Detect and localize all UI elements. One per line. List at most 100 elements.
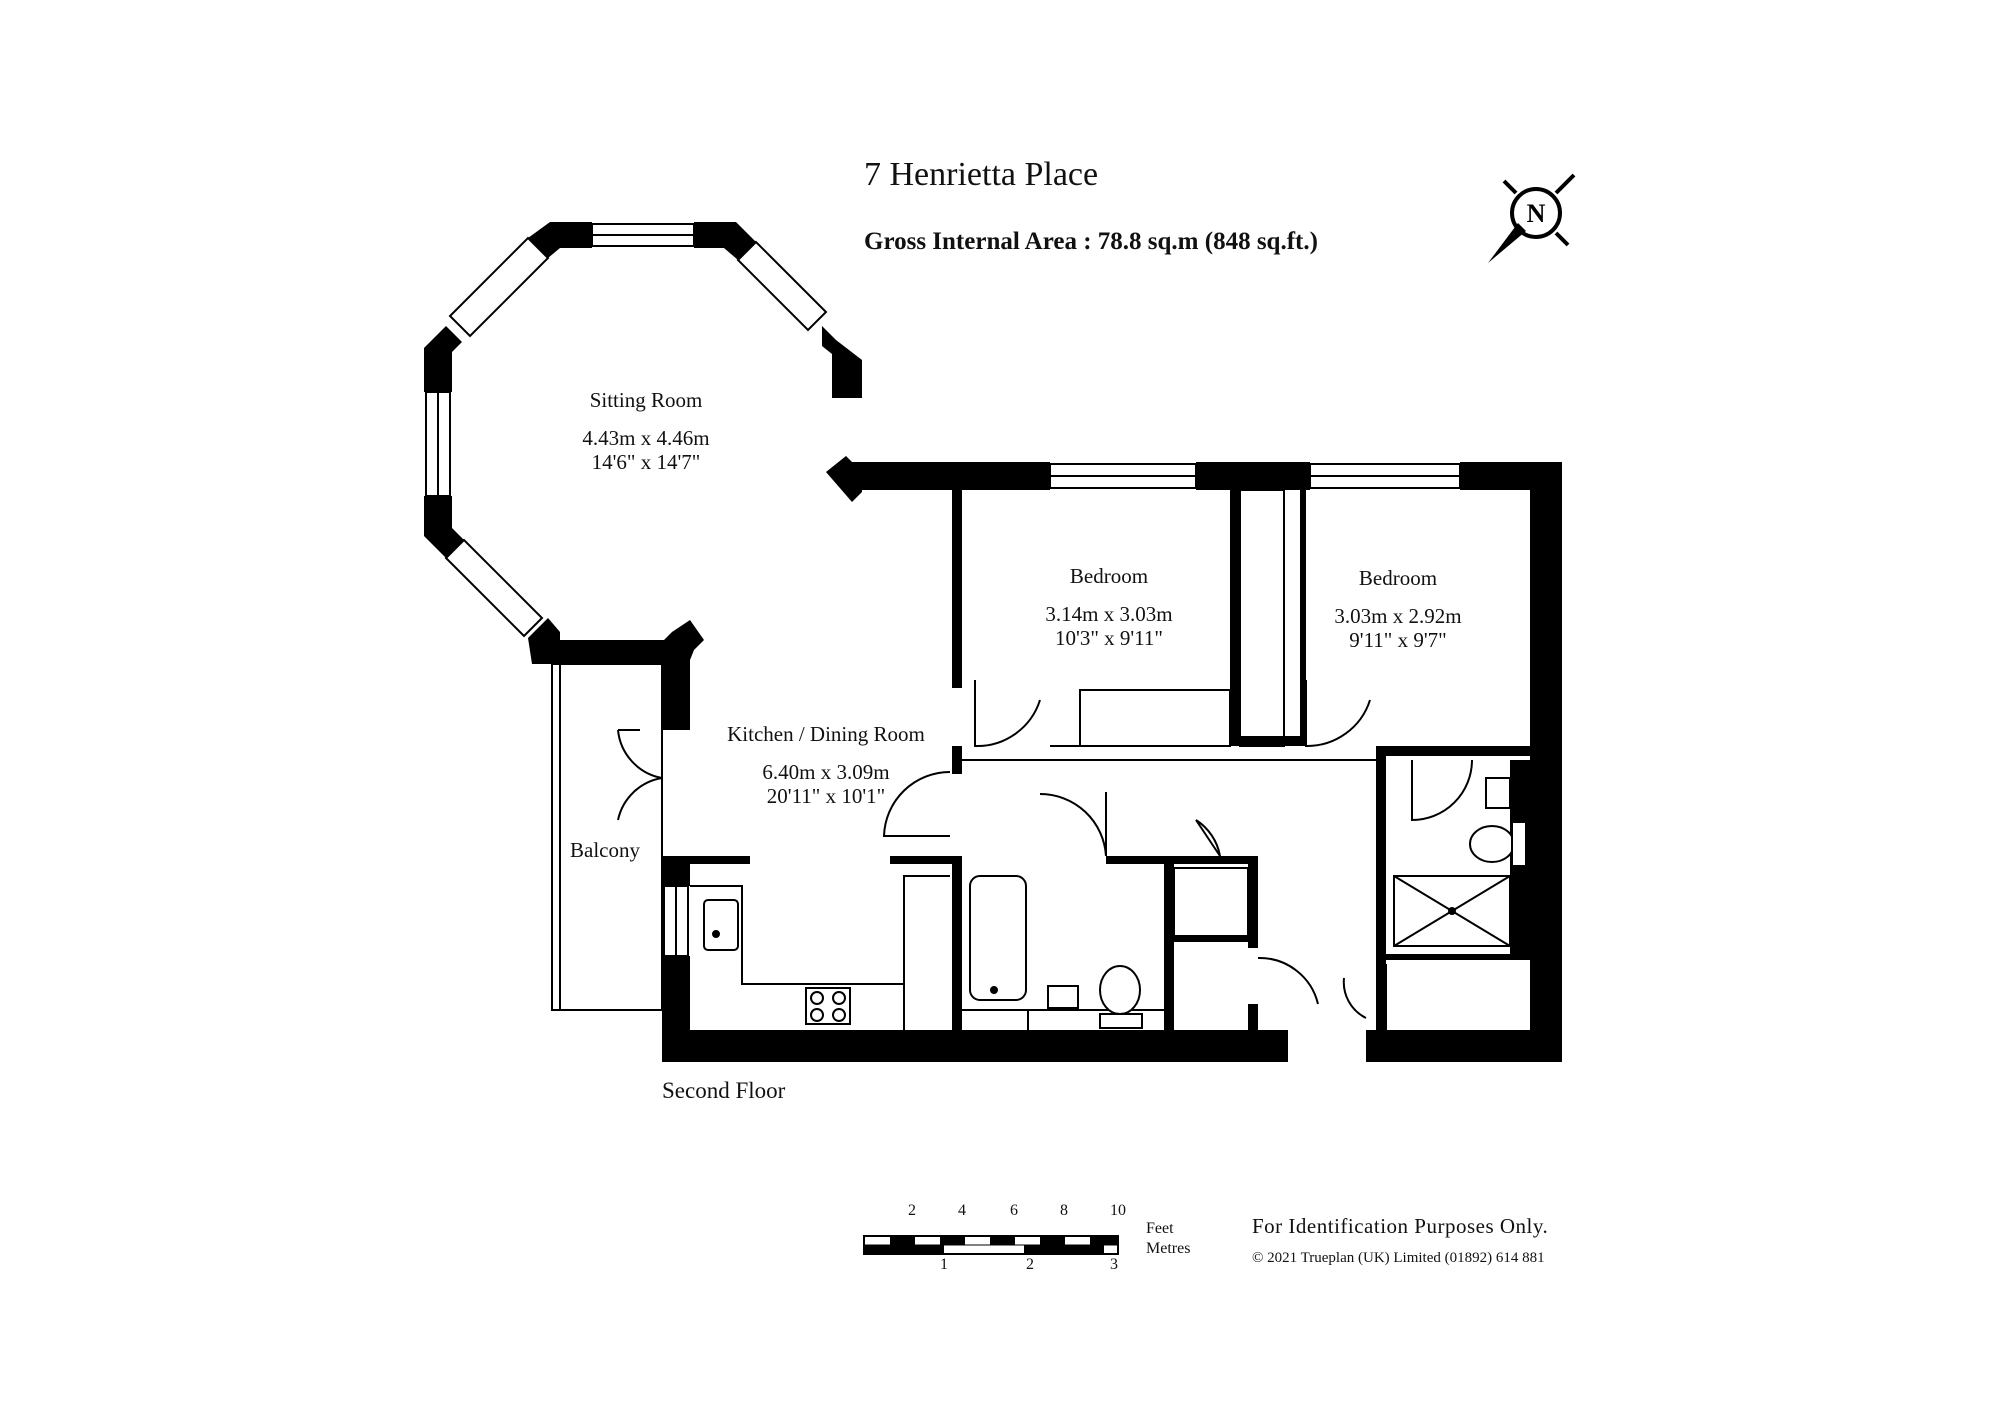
windows [425,223,1461,957]
ensuite-basin [1485,777,1511,809]
wall-segment [1106,856,1256,864]
door-swing [1257,956,1319,1005]
scale-feet-label: Feet [1146,1220,1174,1237]
wall-segment [1376,746,1386,956]
wardrobe [1239,489,1285,747]
wall-segment [822,326,862,398]
scale-seg-feet [990,1236,1015,1245]
bath-drain [990,986,998,994]
scale-metre-tick: 1 [940,1256,948,1273]
walls [424,222,1562,1062]
wall-segment [1376,746,1530,756]
scale-seg-feet [890,1236,915,1245]
room-dim-bedroom-1-metric: 3.14m x 3.03m [1045,602,1173,626]
wall-segment [1240,736,1306,746]
hob-ring [810,991,824,1005]
identification-notice: For Identification Purposes Only. [1252,1214,1549,1238]
compass-tick [1502,179,1518,195]
door-swing [974,680,1041,748]
wall-segment [1366,1030,1562,1062]
shower-tray [1393,875,1511,947]
gross-internal-area: Gross Internal Area : 78.8 sq.m (848 sq.… [864,228,1318,255]
kitchen-sink [703,899,739,951]
wall-segment [424,496,464,558]
wall-segment [662,650,690,730]
wall-segment [952,746,962,774]
wall-segment [528,222,592,258]
room-dim-sitting-imperial: 14'6" x 14'7" [591,450,701,474]
ensuite-toilet [1469,825,1515,863]
cupboard [1173,867,1249,937]
compass-tick [1554,231,1570,247]
room-name-bedroom-1: Bedroom [1069,564,1149,588]
basin [1047,985,1079,1009]
wall-segment [424,326,462,392]
scale-seg-metres [864,1245,944,1254]
wall-segment [662,1030,1288,1062]
room-name-kitchen: Kitchen / Dining Room [727,722,925,746]
fixtures [703,777,1527,1029]
wall-segment [1248,856,1258,948]
door-swing [617,777,663,821]
scale-metres-label: Metres [1146,1240,1191,1257]
wall-segment [1230,490,1240,746]
compass-tick [1554,173,1576,195]
hob-ring [810,1008,824,1022]
wall-segment [952,860,962,1030]
scale-bar [863,1235,1119,1255]
room-dim-sitting-metric: 4.43m x 4.46m [582,426,710,450]
wall-segment [1376,956,1386,1030]
scale-feet-tick: 10 [1110,1202,1126,1219]
bathtub [969,875,1027,1001]
window [448,236,550,338]
door-swing [1411,759,1473,822]
scale-seg-metres [1024,1245,1104,1254]
room-name-balcony: Balcony [570,838,640,862]
wall-segment [690,856,750,864]
wall-segment [694,222,756,260]
door-swing [617,729,663,779]
wall-segment [662,856,690,886]
room-name-bedroom-2: Bedroom [1358,566,1438,590]
scale-seg-feet [1090,1236,1118,1245]
ensuite-cistern [1511,821,1527,867]
scale-feet-tick: 8 [1060,1202,1068,1219]
door-swing [1195,819,1221,857]
room-dim-kitchen-metric: 6.40m x 3.09m [762,760,890,784]
wardrobe [1079,689,1231,747]
scale-metre-tick: 3 [1110,1256,1118,1273]
property-title: 7 Henrietta Place [864,156,1099,193]
room-name-sitting: Sitting Room [589,388,703,412]
door-swing [1305,680,1371,748]
window [736,240,828,332]
wall-segment [1530,462,1562,1062]
scale-feet-tick: 4 [958,1202,966,1219]
doors [617,680,1473,1019]
scale-feet-tick: 6 [1010,1202,1018,1219]
door-swing [1039,792,1107,857]
room-dim-bedroom-1-imperial: 10'3" x 9'11" [1055,626,1163,650]
wall-segment [1164,936,1248,942]
compass-letter: N [1527,199,1546,228]
hob-ring [832,1008,846,1022]
room-dim-bedroom-2-imperial: 9'11" x 9'7" [1349,628,1447,652]
kitchen-counter [690,875,950,985]
scale-metre-tick: 2 [1026,1256,1034,1273]
wall-segment [1300,490,1306,746]
room-dim-bedroom-2-metric: 3.03m x 2.92m [1334,604,1462,628]
wall-segment [952,490,962,688]
compass-needle [1488,223,1526,263]
shower-drain [1448,907,1456,915]
copyright-notice: © 2021 Trueplan (UK) Limited (01892) 614… [1252,1250,1545,1266]
wall-segment [662,956,690,1046]
wall-segment [1248,1004,1258,1030]
window [444,538,544,638]
scale-seg-feet [1040,1236,1065,1245]
wall-segment [890,856,962,864]
toilet-cistern [1099,1013,1143,1029]
wall-segment [1164,856,1174,1030]
wall-segment [1386,954,1530,960]
sink-drain [712,930,720,938]
door-swing [1342,977,1367,1019]
